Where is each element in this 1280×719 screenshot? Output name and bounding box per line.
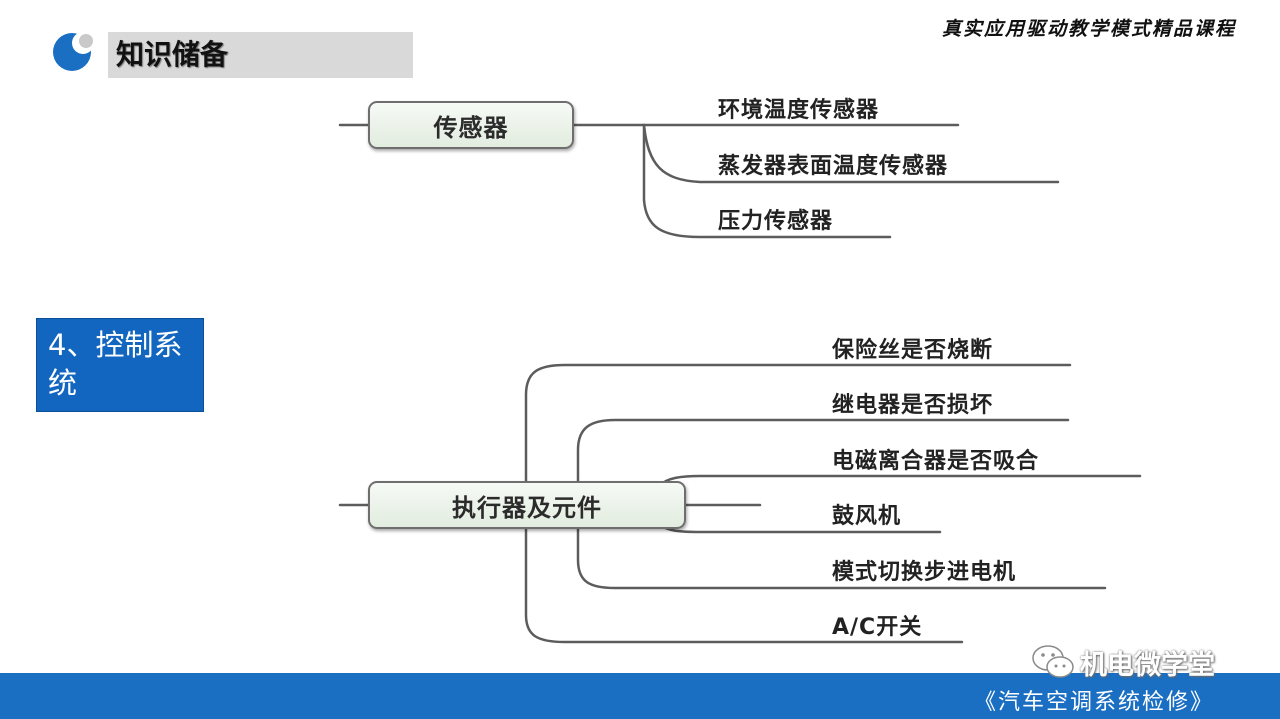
- actuator-branch-fuse: 保险丝是否烧断: [832, 338, 994, 363]
- wechat-icon: [1032, 645, 1074, 678]
- header-bar: [108, 32, 413, 78]
- section-label: 4、控制系统: [48, 328, 183, 400]
- sensor-branch-line-2: [642, 123, 1060, 184]
- circle-logo-icon: [53, 32, 94, 71]
- watermark-text: 机电微学堂: [1080, 650, 1215, 681]
- footer-bar: [0, 673, 1280, 719]
- footer-caption: 《汽车空调系统检修》: [973, 690, 1214, 715]
- actuator-node: 执行器及元件: [368, 481, 686, 529]
- actuator-branch-ac-switch: A/C开关: [832, 615, 923, 640]
- top-slogan: 真实应用驱动教学模式精品课程: [941, 18, 1236, 40]
- actuator-branch-relay: 继电器是否损坏: [832, 393, 994, 418]
- section-box: [36, 318, 204, 412]
- sensor-node: 传感器: [368, 101, 574, 149]
- sensor-branch-ambient-temp: 环境温度传感器: [718, 98, 880, 123]
- actuator-branch-mode-motor: 模式切换步进电机: [832, 560, 1017, 585]
- page-title: 知识储备: [116, 39, 229, 70]
- actuator-branch-line-3: [658, 474, 1142, 487]
- sensor-branch-pressure: 压力传感器: [718, 209, 834, 234]
- actuator-branch-clutch: 电磁离合器是否吸合: [832, 449, 1040, 474]
- sensor-branch-evaporator-temp: 蒸发器表面温度传感器: [718, 154, 949, 179]
- sensor-branch-line-3: [642, 123, 892, 239]
- actuator-branch-blower: 鼓风机: [832, 504, 902, 529]
